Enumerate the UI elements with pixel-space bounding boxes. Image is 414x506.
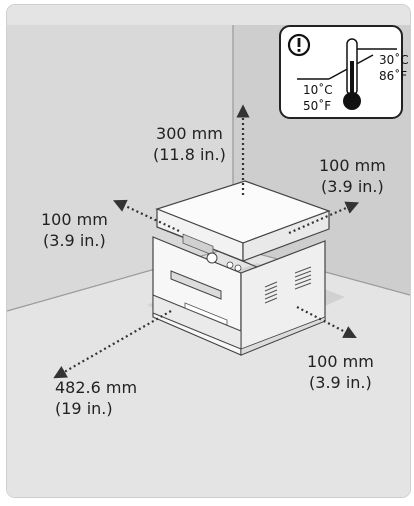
clearance-right-metric: 100 mm	[319, 156, 386, 175]
clearance-front-metric: 482.6 mm	[55, 378, 138, 397]
exclamation-circle-icon	[287, 33, 311, 57]
clearance-back-right-label: 100 mm (3.9 in.)	[307, 351, 374, 393]
temp-high-c: 30˚C	[379, 53, 409, 67]
clearance-back-right-metric: 100 mm	[307, 352, 374, 371]
arrow-left	[113, 199, 180, 232]
clearance-right-label: 100 mm (3.9 in.)	[319, 155, 386, 197]
temp-low-f: 50˚F	[303, 99, 332, 113]
clearance-right-imperial: (3.9 in.)	[321, 177, 384, 196]
printer-icon	[152, 180, 331, 356]
clearance-top-imperial: (11.8 in.)	[153, 145, 226, 164]
thermometer-icon	[343, 38, 361, 110]
temp-low-c: 10˚C	[303, 83, 333, 97]
clearance-front-label: 482.6 mm (19 in.)	[55, 377, 137, 419]
arrow-front	[53, 310, 172, 379]
clearance-top-metric: 300 mm	[156, 124, 223, 143]
temperature-range-box: 30˚C 86˚F 10˚C 50˚F	[279, 25, 409, 119]
clearance-left-label: 100 mm (3.9 in.)	[41, 209, 108, 251]
clearance-front-imperial: (19 in.)	[55, 399, 113, 418]
temp-high-f: 86˚F	[379, 69, 408, 83]
clearance-left-metric: 100 mm	[41, 210, 108, 229]
illustration-frame: 300 mm (11.8 in.) 100 mm (3.9 in.) 100 m…	[6, 4, 411, 498]
clearance-left-imperial: (3.9 in.)	[43, 231, 106, 250]
arrow-right	[288, 201, 360, 235]
clearance-back-right-imperial: (3.9 in.)	[309, 373, 372, 392]
left-wall	[7, 25, 233, 311]
clearance-top-label: 300 mm (11.8 in.)	[153, 123, 226, 165]
arrow-back-right	[296, 306, 357, 339]
